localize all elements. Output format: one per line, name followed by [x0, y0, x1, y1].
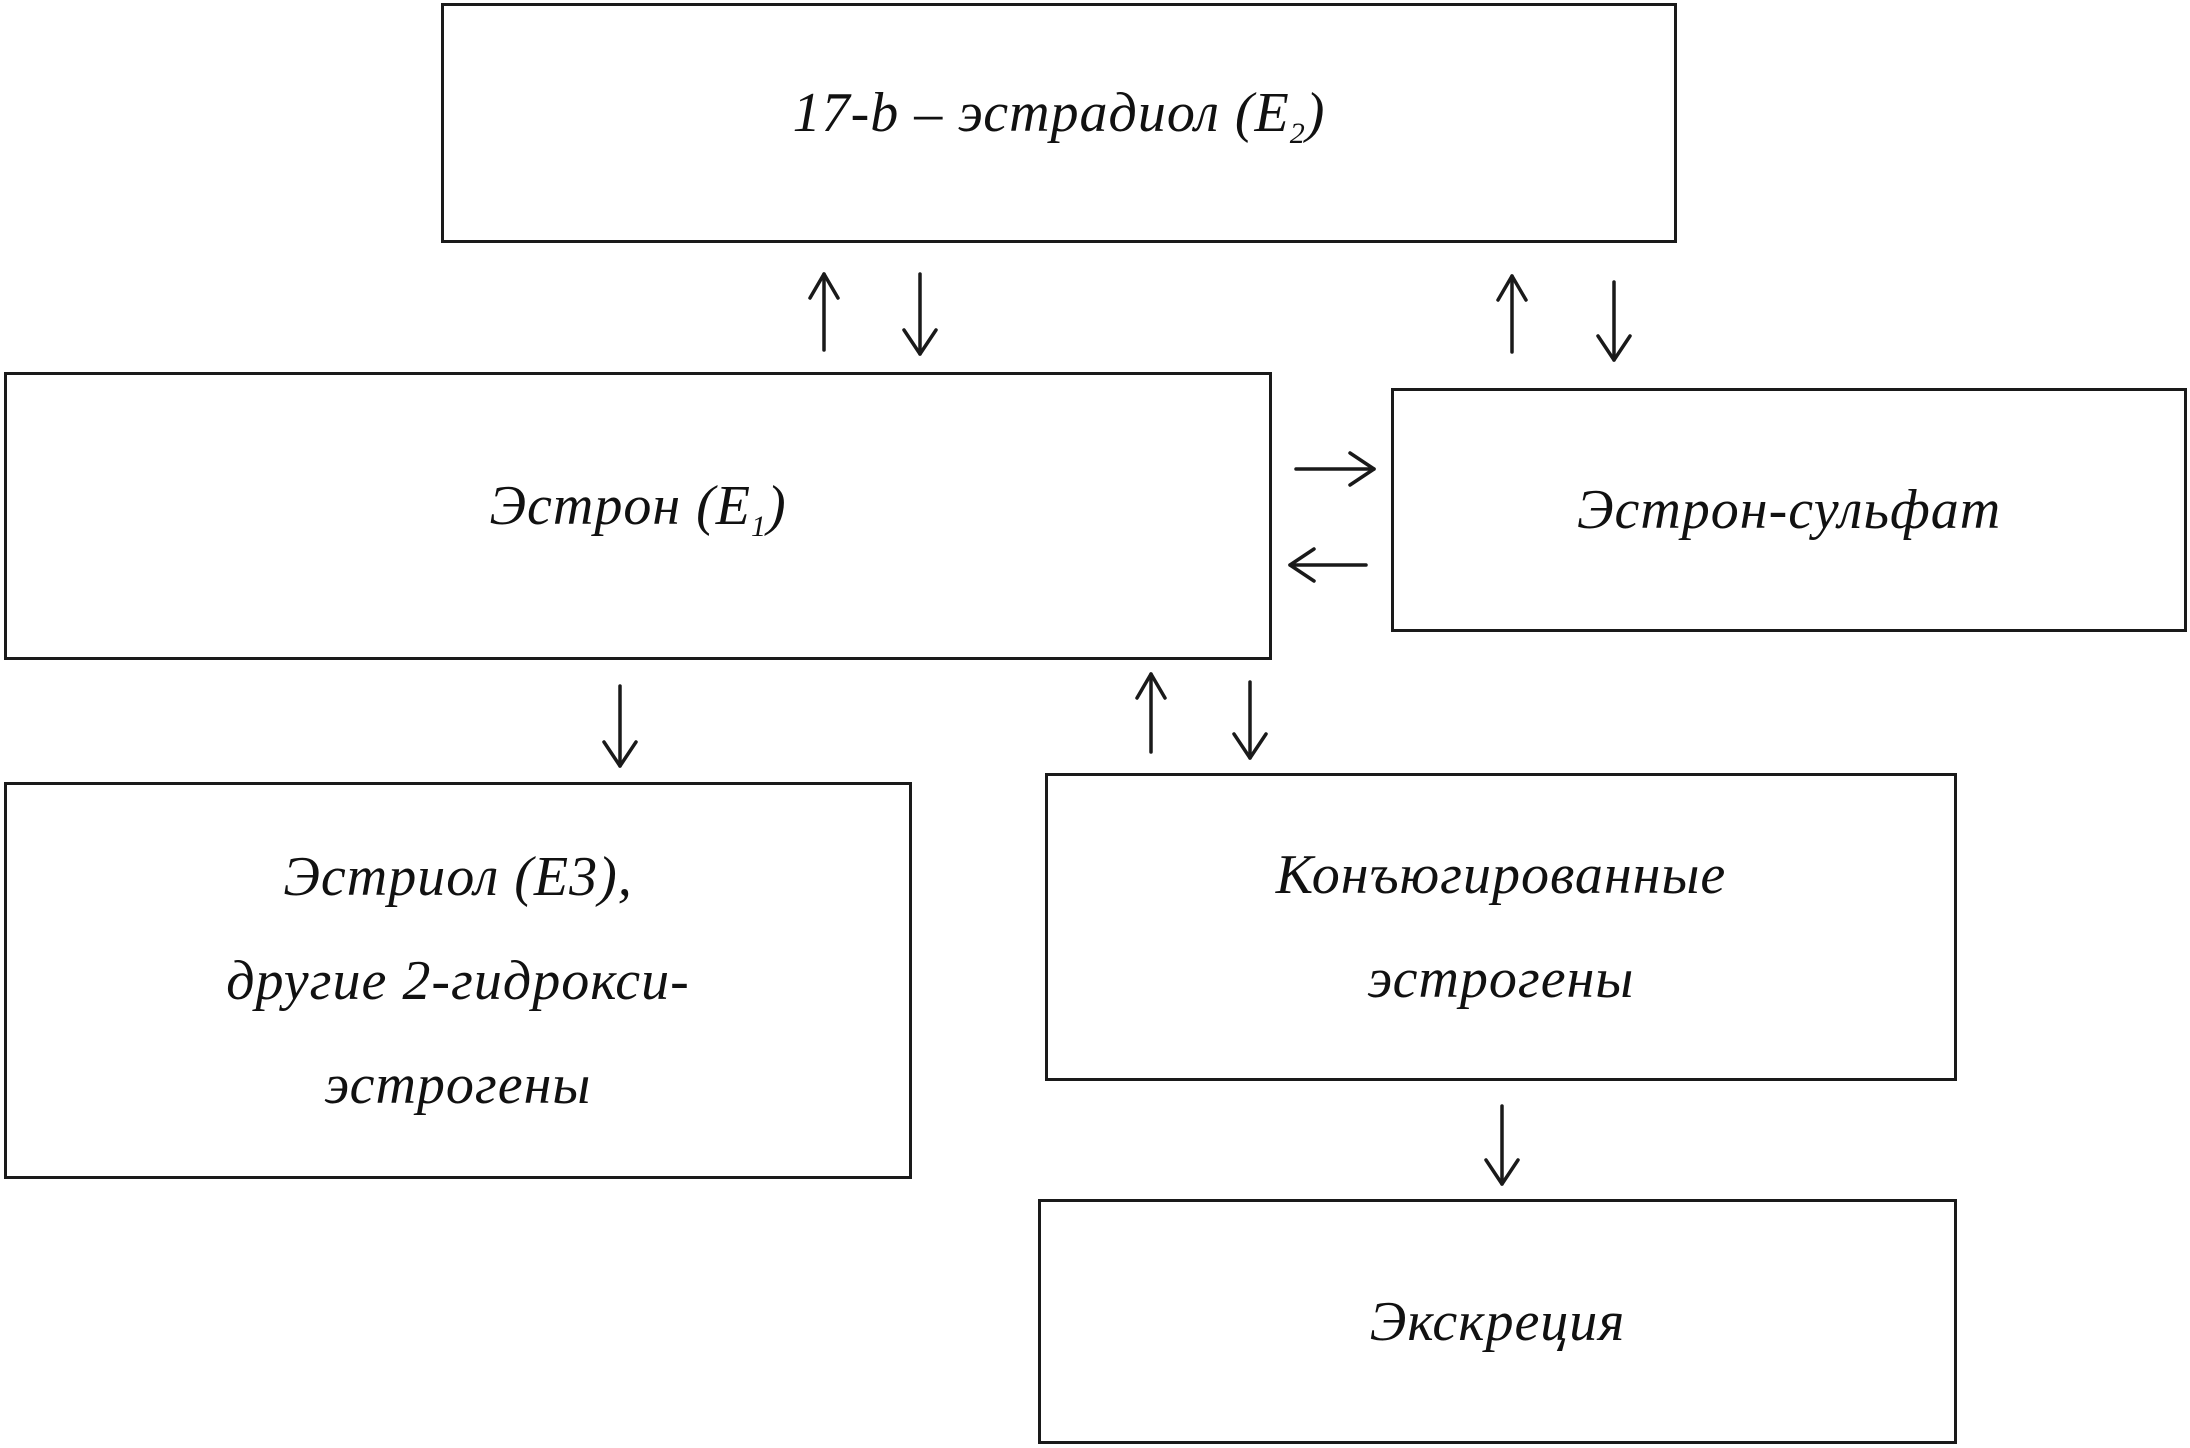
node-estrone-label: Эстрон (E1)	[489, 474, 787, 543]
arrow-estrone-to-sulfate	[1294, 451, 1376, 487]
node-estrone: Эстрон (E1)	[4, 372, 1272, 660]
node-estriol-line-2: другие 2-гидрокси-	[226, 949, 690, 1012]
arrow-estradiol-to-estrone	[902, 272, 938, 356]
node-conjugated-estrogens: Конъюгированные эстрогены	[1045, 773, 1957, 1081]
node-estradiol-label: 17-b – эстрадиол (E2)	[792, 81, 1326, 150]
node-conjugated-line-2: эстрогены	[1367, 948, 1635, 1010]
arrow-estrone-to-conjugated	[1232, 680, 1268, 760]
node-estrone-sulfate: Эстрон-сульфат	[1391, 388, 2187, 632]
node-estradiol: 17-b – эстрадиол (E2)	[441, 3, 1677, 243]
node-estriol: Эстриол (Е3), другие 2-гидрокси- эстроге…	[4, 782, 912, 1179]
arrow-sulfate-to-estradiol	[1496, 274, 1528, 354]
arrow-estradiol-to-sulfate	[1596, 280, 1632, 362]
arrow-conjugated-to-estrone	[1135, 672, 1167, 754]
arrow-estrone-to-estradiol	[808, 272, 840, 352]
node-excretion-label: Экскреция	[1369, 1290, 1626, 1353]
node-estrone-sulfate-label: Эстрон-сульфат	[1576, 479, 2002, 541]
node-estriol-line-1: Эстриол (Е3),	[283, 845, 633, 908]
node-excretion: Экскреция	[1038, 1199, 1957, 1444]
arrow-sulfate-to-estrone	[1288, 547, 1368, 583]
arrow-conjugated-to-excretion	[1484, 1104, 1520, 1186]
arrow-estrone-to-estriol	[602, 684, 638, 768]
node-conjugated-line-1: Конъюгированные	[1275, 844, 1727, 906]
node-estriol-line-3: эстрогены	[324, 1053, 592, 1116]
